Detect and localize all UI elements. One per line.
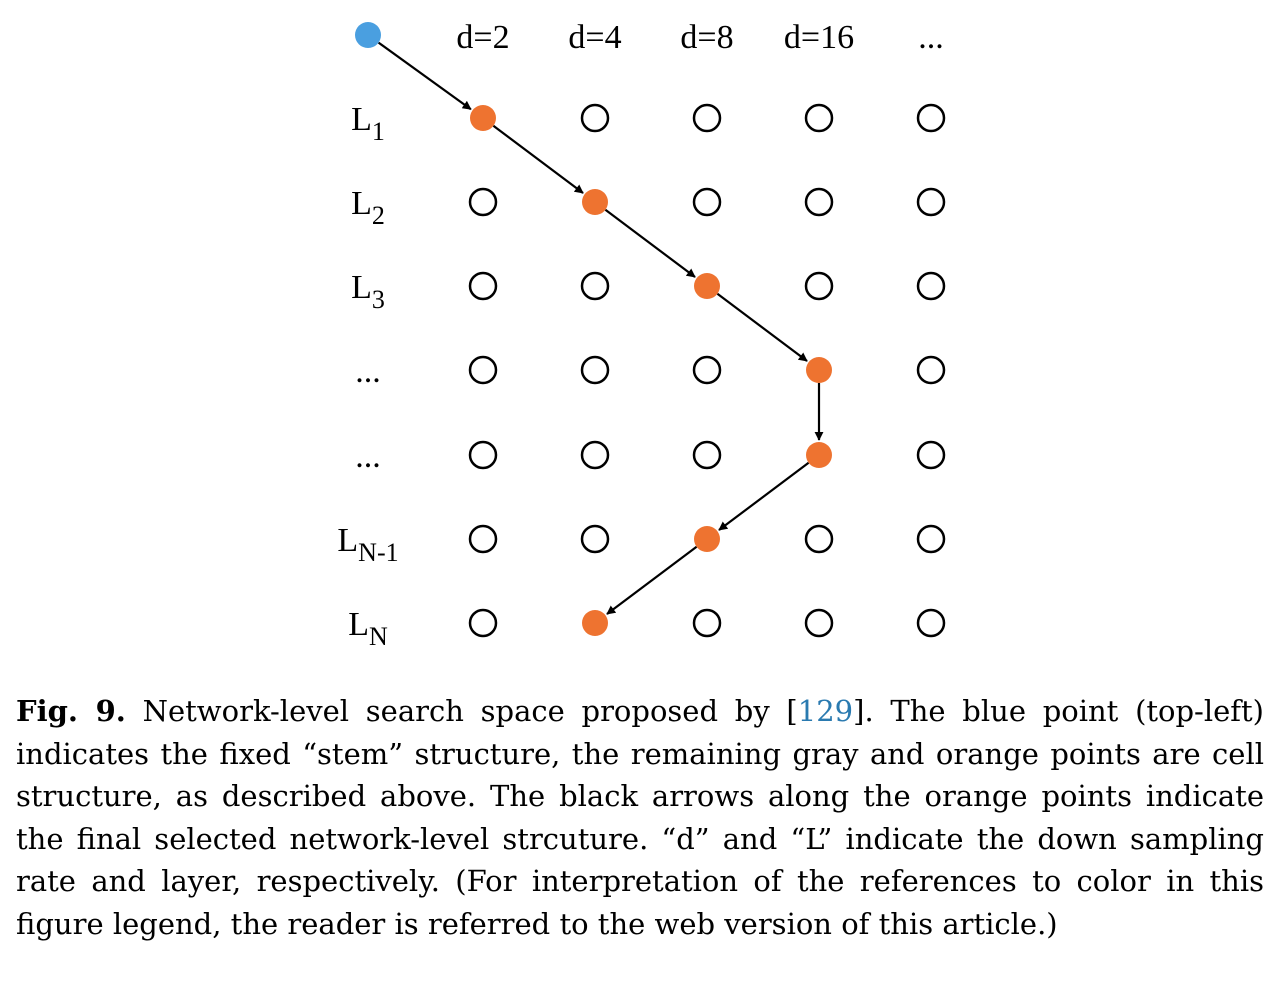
reference-link[interactable]: 129	[797, 694, 854, 728]
cell-node	[468, 440, 498, 470]
path-arrow	[718, 461, 810, 531]
figure-label: Fig. 9.	[16, 694, 126, 728]
cell-node	[804, 271, 834, 301]
cell-node	[916, 524, 946, 554]
cell-node	[468, 608, 498, 638]
cell-node	[580, 440, 610, 470]
row-label: LN	[348, 606, 388, 651]
cell-node	[916, 440, 946, 470]
cell-node	[580, 271, 610, 301]
column-label: d=8	[680, 19, 733, 56]
column-labels: d=2 d=4 d=8 d=16...	[456, 19, 943, 56]
selected-node	[806, 442, 832, 468]
selected-node	[806, 357, 832, 383]
row-label: LN-1	[337, 522, 398, 567]
cell-node	[804, 187, 834, 217]
cell-node	[580, 524, 610, 554]
row-label: L1	[351, 101, 385, 146]
cell-node	[468, 271, 498, 301]
cell-node	[804, 103, 834, 133]
cell-node	[916, 103, 946, 133]
grid-nodes	[468, 103, 946, 638]
row-label: ...	[355, 438, 381, 475]
cell-node	[468, 524, 498, 554]
selected-node	[694, 273, 720, 299]
column-label: d=2	[456, 19, 509, 56]
row-label: L2	[351, 185, 385, 230]
cell-node	[916, 271, 946, 301]
row-label: L3	[351, 269, 385, 314]
cell-node	[916, 608, 946, 638]
selected-node	[694, 526, 720, 552]
path-arrow	[492, 124, 584, 194]
caption-text-after-ref: ]. The blue point (top-left) indicates t…	[16, 694, 1264, 941]
cell-node	[804, 524, 834, 554]
selected-node	[582, 610, 608, 636]
cell-node	[468, 355, 498, 385]
cell-node	[692, 440, 722, 470]
stem-node	[355, 22, 381, 48]
selected-node	[470, 105, 496, 131]
caption-text-before-ref: Network-level search space proposed by [	[125, 694, 798, 728]
column-label: d=16	[784, 19, 854, 56]
cell-node	[804, 608, 834, 638]
row-label: ...	[355, 353, 381, 390]
path-arrow	[716, 292, 808, 362]
column-label: d=4	[568, 19, 621, 56]
cell-node	[692, 355, 722, 385]
cell-node	[692, 608, 722, 638]
path-arrows	[377, 41, 824, 615]
column-label: ...	[918, 19, 944, 56]
cell-node	[468, 187, 498, 217]
cell-node	[916, 355, 946, 385]
path-arrow	[604, 208, 696, 278]
cell-node	[692, 187, 722, 217]
cell-node	[580, 103, 610, 133]
cell-node	[580, 355, 610, 385]
selected-node	[582, 189, 608, 215]
cell-node	[916, 187, 946, 217]
cell-node	[692, 103, 722, 133]
figure-caption: Fig. 9. Network-level search space propo…	[16, 690, 1264, 945]
path-arrow	[377, 41, 472, 111]
path-arrow	[606, 545, 698, 615]
